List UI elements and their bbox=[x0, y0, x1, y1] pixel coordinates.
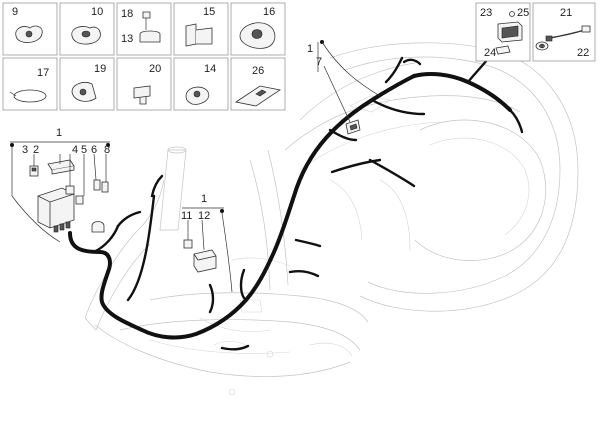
scooter-frame-outline bbox=[84, 42, 579, 396]
callout-2: 2 bbox=[33, 144, 39, 156]
thumb-label-9: 9 bbox=[12, 6, 18, 18]
callout-1-main: 1 bbox=[56, 127, 62, 139]
callout-3: 3 bbox=[22, 144, 28, 156]
callout-12: 12 bbox=[198, 210, 210, 222]
part-thumbnail-26[interactable]: 26 bbox=[230, 57, 286, 111]
connector-part-8 bbox=[101, 181, 109, 193]
part-thumbnail-21-22[interactable]: 21 22 bbox=[532, 2, 596, 62]
part-thumbnail-9[interactable]: 9 bbox=[2, 2, 58, 56]
relay-part-5 bbox=[75, 195, 84, 205]
connector-part-11 bbox=[183, 239, 193, 249]
callout-5: 5 bbox=[81, 144, 87, 156]
part-thumbnail-15[interactable]: 15 bbox=[173, 2, 229, 56]
thumb-label-21: 21 bbox=[560, 7, 572, 19]
part-thumbnail-16[interactable]: 16 bbox=[230, 2, 286, 56]
callout-1-mid: 1 bbox=[201, 193, 207, 205]
part-thumbnail-18-13[interactable]: 18 13 bbox=[116, 2, 172, 56]
connector-part-2 bbox=[47, 159, 75, 175]
thumb-label-22: 22 bbox=[577, 47, 589, 59]
callout-6: 6 bbox=[91, 144, 97, 156]
thumb-label-20: 20 bbox=[149, 63, 161, 75]
part-thumbnail-10[interactable]: 10 bbox=[59, 2, 115, 56]
cable-clip-front bbox=[91, 221, 105, 233]
callout-4: 4 bbox=[72, 144, 78, 156]
fuse-part-3 bbox=[29, 165, 39, 177]
part-thumbnail-17[interactable]: 17 bbox=[2, 57, 58, 111]
thumb-label-10: 10 bbox=[91, 6, 103, 18]
callout-8: 8 bbox=[104, 144, 110, 156]
thumb-label-26: 26 bbox=[252, 65, 264, 77]
callout-1-top: 1 bbox=[307, 43, 313, 55]
thumb-label-18: 18 bbox=[121, 8, 133, 20]
thumb-label-19: 19 bbox=[94, 63, 106, 75]
main-wiring-harness bbox=[68, 54, 524, 351]
callout-labels: 1 3 2 4 5 6 8 1 11 12 1 7 bbox=[22, 43, 322, 222]
callout-leaders bbox=[10, 40, 381, 293]
connector-part-6 bbox=[93, 179, 101, 191]
cable-clip-part-7 bbox=[345, 119, 361, 135]
callout-7: 7 bbox=[316, 56, 322, 68]
part-thumbnail-14[interactable]: 14 bbox=[173, 57, 229, 111]
part-thumbnail-20[interactable]: 20 bbox=[116, 57, 172, 111]
thumb-label-14: 14 bbox=[204, 63, 216, 75]
callout-11: 11 bbox=[181, 210, 192, 222]
thumb-label-17: 17 bbox=[37, 67, 49, 79]
relay-part-4 bbox=[65, 185, 75, 195]
thumb-label-16: 16 bbox=[263, 6, 275, 18]
control-unit bbox=[37, 187, 75, 233]
thumb-label-23: 23 bbox=[480, 7, 492, 19]
thumb-label-25: 25 bbox=[517, 7, 529, 19]
thumb-label-24: 24 bbox=[484, 47, 496, 59]
part-thumbnail-23-25-24[interactable]: 23 25 24 bbox=[475, 2, 531, 62]
part-thumbnail-19[interactable]: 19 bbox=[59, 57, 115, 111]
thumb-label-13: 13 bbox=[121, 33, 133, 45]
thumb-label-15: 15 bbox=[203, 6, 215, 18]
regulator-part-12 bbox=[193, 249, 217, 273]
